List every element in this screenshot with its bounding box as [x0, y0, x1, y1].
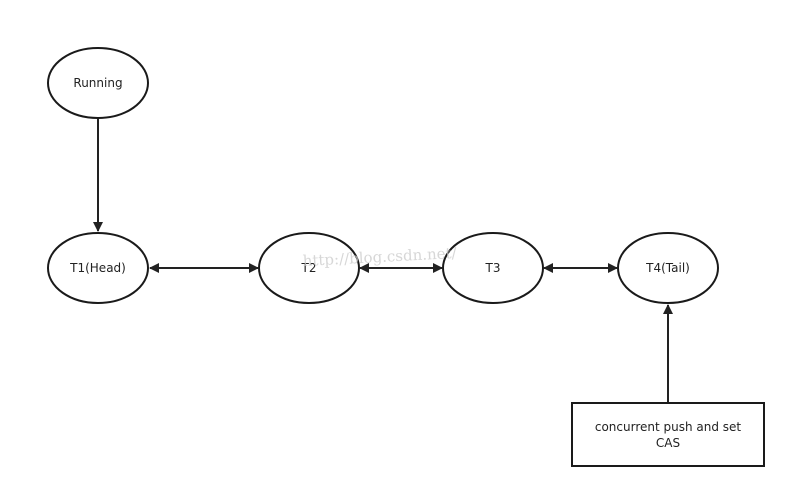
node-t1-head: T1(Head): [47, 232, 149, 304]
node-t3-label: T3: [485, 261, 501, 275]
node-t1-label: T1(Head): [69, 261, 126, 275]
node-running: Running: [47, 47, 149, 119]
node-running-label: Running: [73, 76, 122, 90]
node-t2-label: T2: [301, 261, 317, 275]
node-concurrent-note: concurrent push and set CAS: [571, 402, 765, 467]
node-t4-label: T4(Tail): [645, 261, 690, 275]
note-line-1: concurrent push and set: [595, 420, 742, 434]
note-line-2: CAS: [656, 436, 680, 450]
node-t4-tail: T4(Tail): [617, 232, 719, 304]
node-t3: T3: [442, 232, 544, 304]
node-t2: T2: [258, 232, 360, 304]
